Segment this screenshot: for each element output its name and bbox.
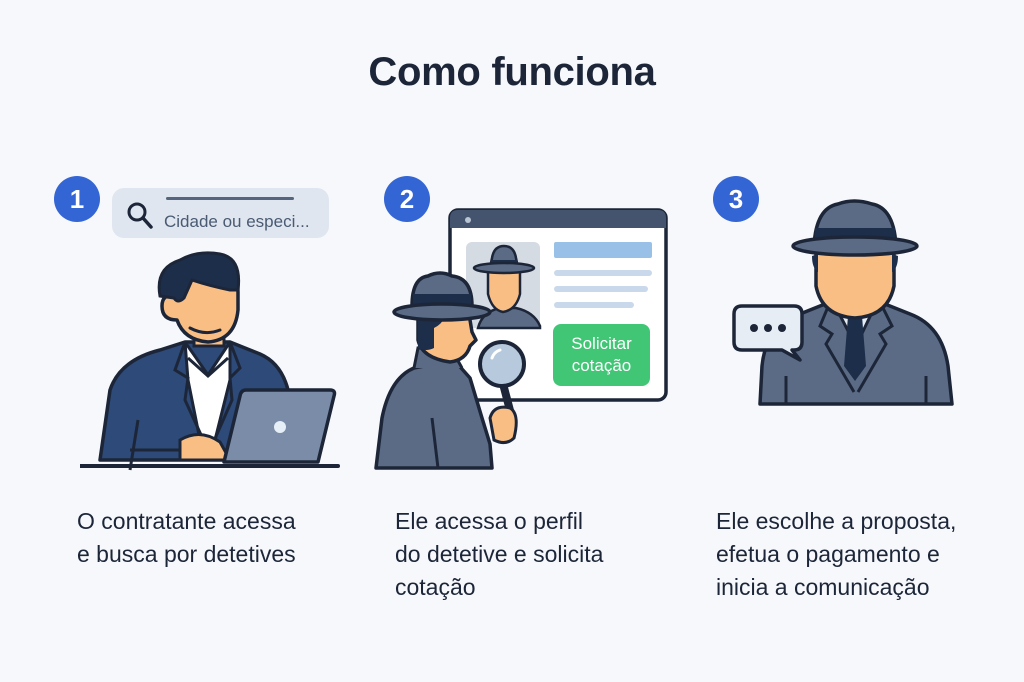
step-1-caption: O contratante acessa e busca por detetiv… — [77, 505, 296, 571]
caption-line: O contratante acessa — [77, 508, 296, 534]
page-title: Como funciona — [368, 50, 656, 94]
chat-bubble-ellipsis-icon — [732, 304, 804, 362]
client-at-laptop-illustration — [80, 251, 340, 471]
search-placeholder: Cidade ou especi... — [164, 212, 310, 231]
caption-line: Ele acessa o perfil — [395, 508, 583, 534]
detective-with-magnifier-illustration — [374, 271, 526, 470]
search-bar[interactable]: Cidade ou especi... — [112, 188, 329, 238]
step-badge-3: 3 — [713, 176, 759, 222]
caption-line: efetua o pagamento e — [716, 541, 940, 567]
search-bar-line — [166, 197, 294, 200]
step-3-caption: Ele escolhe a proposta, efetua o pagamen… — [716, 505, 956, 604]
caption-line: cotação — [395, 574, 476, 600]
request-quote-label-2: cotação — [571, 356, 632, 375]
step-badge-2: 2 — [384, 176, 430, 222]
step-2-caption: Ele acessa o perfil do detetive e solici… — [395, 505, 603, 604]
caption-line: inicia a comunicação — [716, 574, 930, 600]
caption-line: do detetive e solicita — [395, 541, 604, 567]
search-icon — [127, 202, 153, 229]
request-quote-button[interactable]: Solicitar cotação — [553, 324, 650, 386]
detective-with-chat-illustration — [758, 199, 954, 406]
caption-line: Ele escolhe a proposta, — [716, 508, 957, 534]
caption-line: e busca por detetives — [77, 541, 296, 567]
step-badge-1: 1 — [54, 176, 100, 222]
request-quote-label-1: Solicitar — [571, 334, 632, 353]
